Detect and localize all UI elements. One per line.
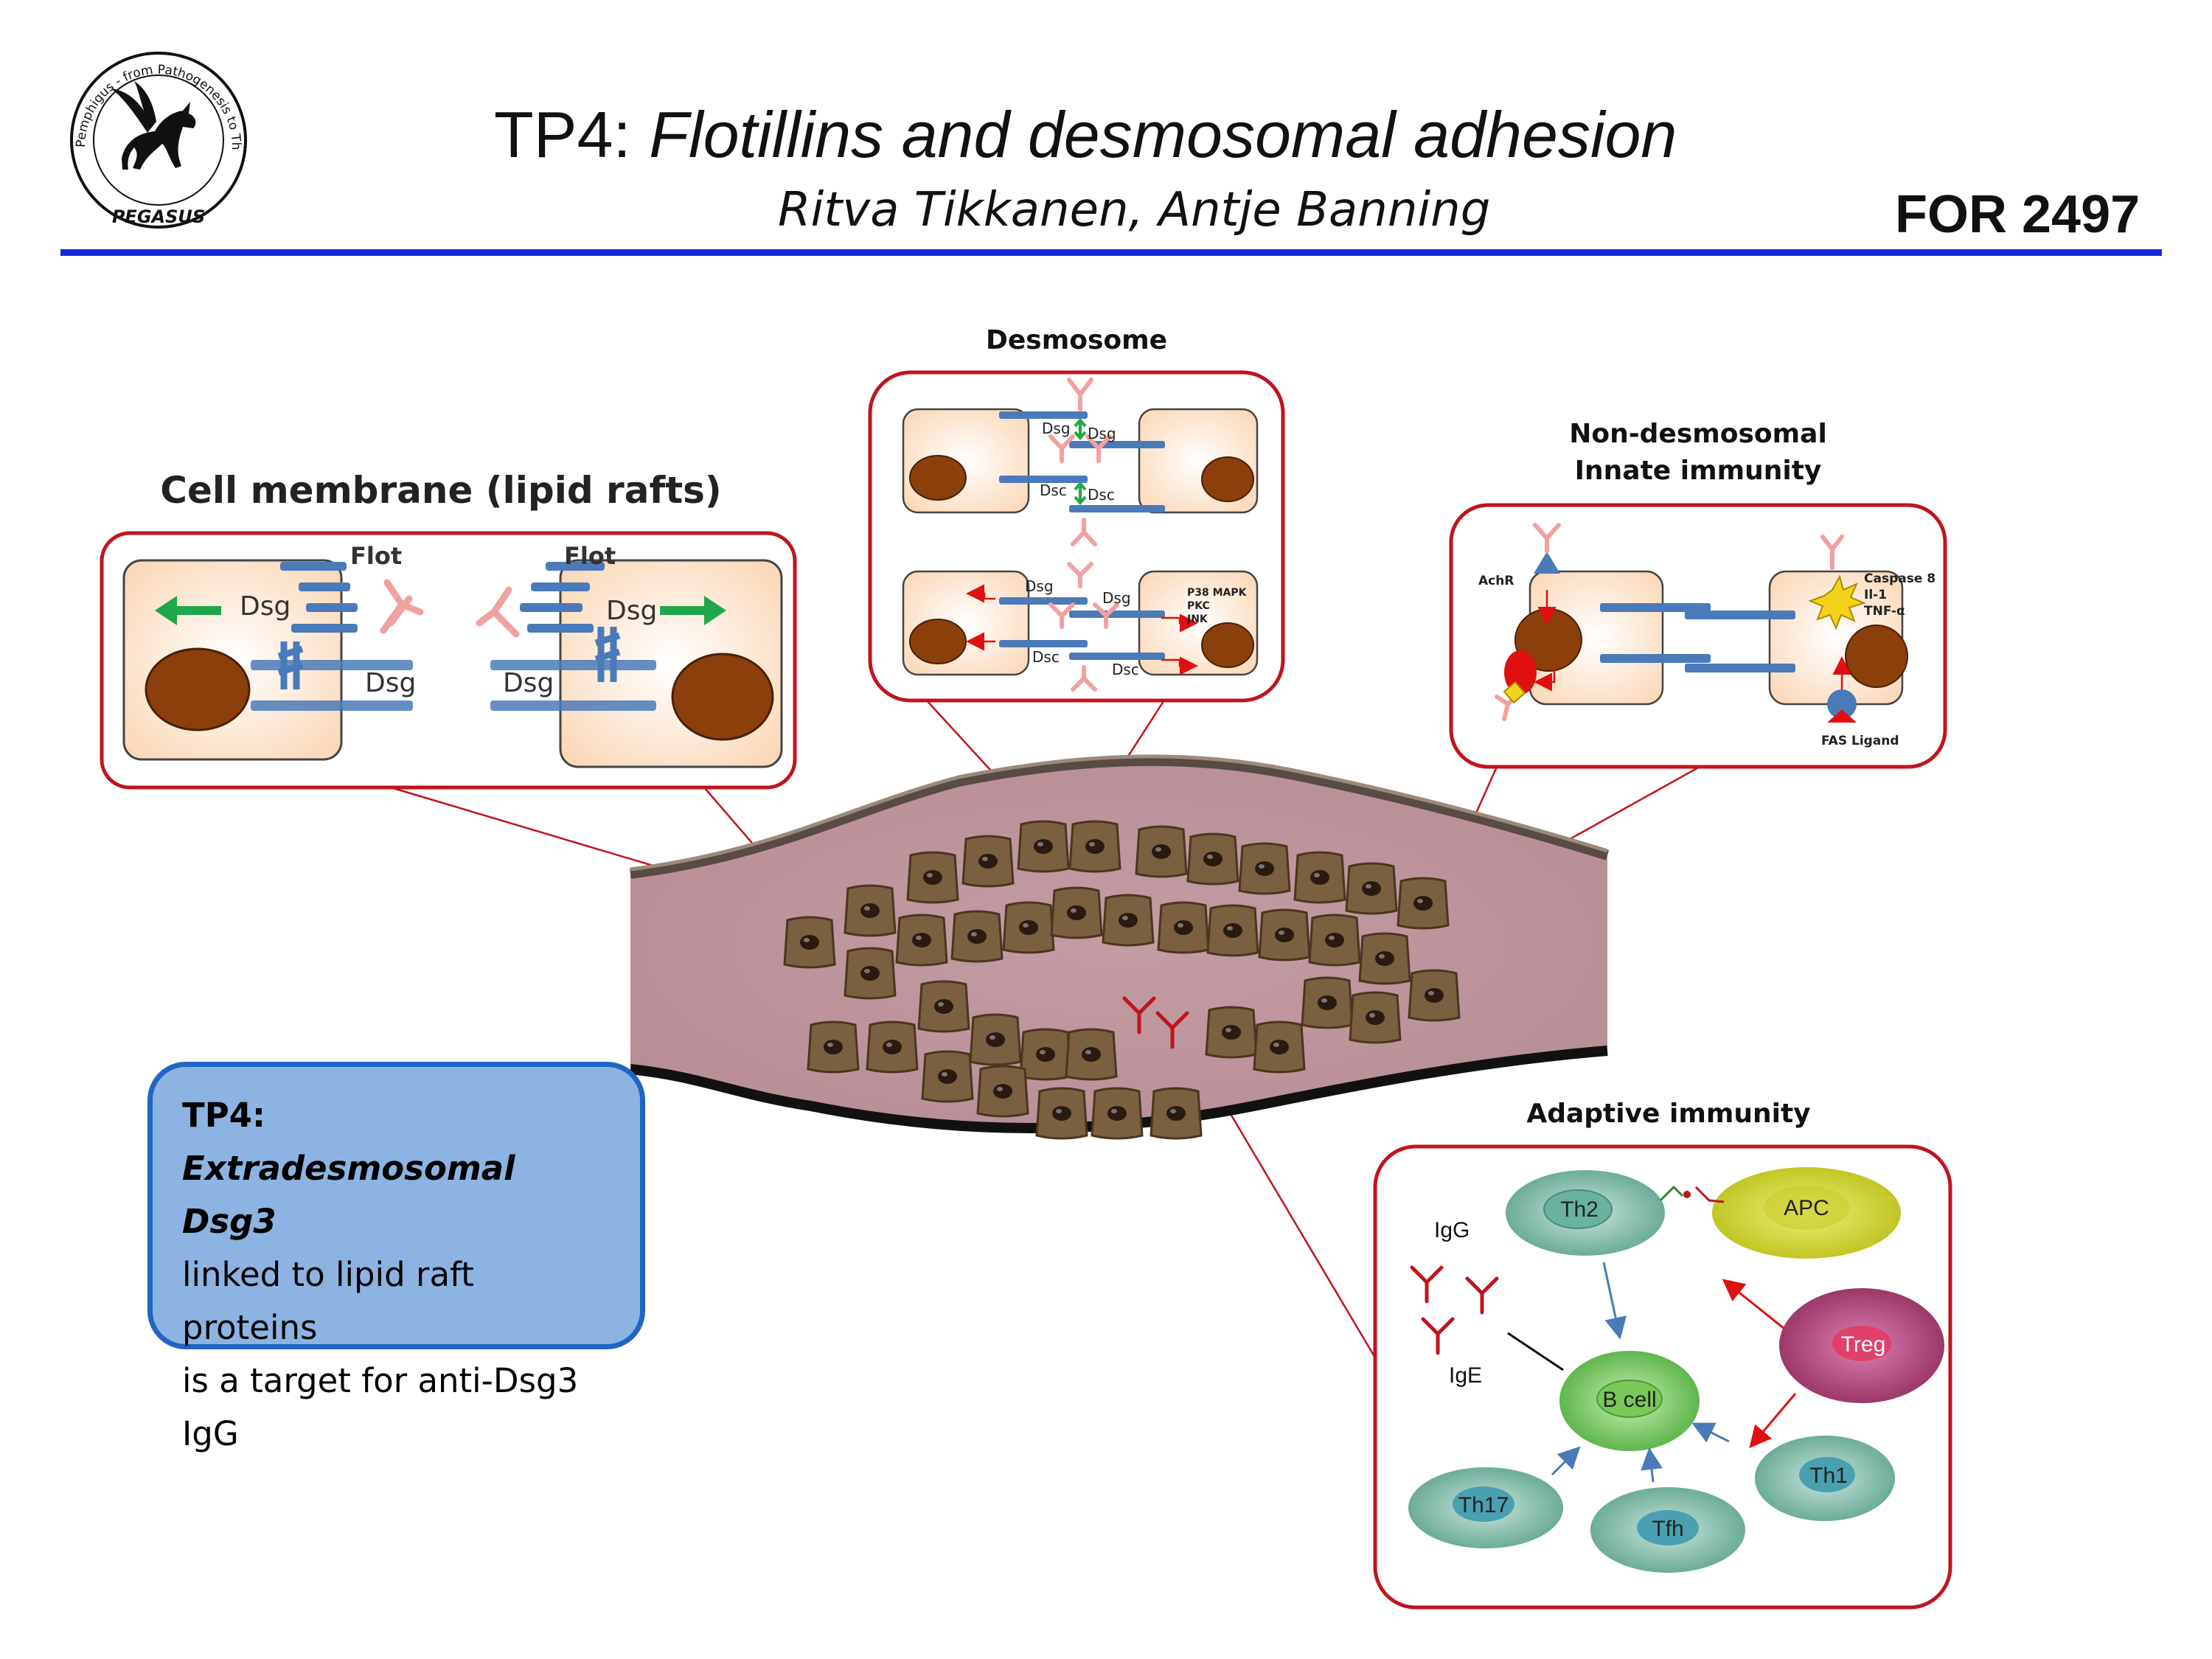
membrane-flot-left: Flot [350, 542, 402, 570]
innate-achr: AchR [1478, 574, 1514, 588]
cell-label-apc: APC [1784, 1196, 1829, 1220]
authors: Ritva Tikkanen, Antje Banning [778, 183, 1491, 237]
desmosome-signal-1: PKC [1187, 600, 1210, 612]
innate-fas: FAS Ligand [1821, 734, 1899, 748]
membrane-dsg-right-bottom: Dsg [503, 668, 554, 698]
cell-label-tfh: Tfh [1652, 1517, 1683, 1541]
cell-label-th2: Th2 [1560, 1197, 1599, 1222]
pegasus-horse-icon [111, 81, 196, 170]
tp4-box-line2: Extradesmosomal Dsg3 [182, 1149, 515, 1241]
cell-label-treg: Treg [1841, 1332, 1886, 1357]
desmosome-top-dsc1: Dsc [1040, 481, 1067, 499]
cell-label-bcell: B cell [1602, 1388, 1656, 1412]
starburst-icon [1808, 574, 1866, 630]
fas-ligand-icon [1827, 689, 1857, 723]
green-arrow-left-icon [155, 596, 221, 625]
membrane-dsg-left-bottom: Dsg [365, 668, 416, 698]
title-italic: Flotillins and desmosomal adhesion [649, 98, 1677, 171]
cell-label-th17: Th17 [1458, 1493, 1509, 1517]
adaptive-panel-title: Adaptive immunity [1526, 1099, 1810, 1129]
tp4-box-line4: is a target for anti-Dsg3 [182, 1361, 579, 1400]
yellow-ligand-icon [1503, 681, 1526, 704]
desmosome-top-dsg1: Dsg [1042, 420, 1071, 437]
innate-panel [1449, 503, 1947, 769]
red-receptor-icon [1504, 650, 1537, 695]
cell-label-th1: Th1 [1809, 1464, 1848, 1488]
tp4-box-line5: IgG [182, 1414, 239, 1453]
membrane-antibody-icon [380, 579, 520, 638]
membrane-dsg-right-top: Dsg [606, 596, 657, 626]
desmosome-top-dsc2: Dsc [1088, 486, 1115, 504]
tp4-box-line1: TP4: [182, 1096, 265, 1135]
tp4-box-line3: linked to lipid raft proteins [182, 1255, 474, 1347]
pegasus-logo: Pemphigus - from Pathogenesis to Therape… [52, 29, 247, 229]
innate-signal-2: TNF-α [1864, 604, 1905, 619]
project-code: FOR 2497 [1895, 185, 2140, 244]
achr-receptor-icon [1534, 552, 1560, 574]
desmosome-signal-0: P38 MAPK [1187, 587, 1248, 599]
header-rule [60, 249, 2162, 256]
desmosome-bot-dsc2: Dsc [1112, 661, 1139, 678]
innate-signal-1: Il-1 [1864, 588, 1887, 602]
desmosome-panel-title: Desmosome [986, 325, 1167, 355]
page-title: TP4: Flotillins and desmosomal adhesion [494, 97, 1677, 173]
desmosome-bot-dsg2: Dsg [1102, 589, 1131, 607]
membrane-panel [100, 531, 797, 790]
innate-title-line2: Innate immunity [1575, 456, 1822, 486]
desmosome-signal-2: JNK [1186, 613, 1208, 625]
tp4-summary-box: TP4: Extradesmosomal Dsg3 linked to lipi… [147, 1062, 645, 1453]
adaptive-ige: IgE [1449, 1363, 1482, 1388]
membrane-dsg-left-top: Dsg [240, 591, 291, 622]
desmosome-panel [868, 370, 1285, 703]
membrane-panel-title: Cell membrane (lipid rafts) [160, 469, 721, 512]
adaptive-igg: IgG [1434, 1218, 1470, 1242]
adaptive-panel [1373, 1144, 1952, 1610]
dsg-anchor-icon [277, 627, 621, 689]
logo-name: PEGASUS [112, 206, 205, 227]
title-prefix: TP4: [494, 98, 650, 171]
desmosome-top-dsg2: Dsg [1088, 425, 1116, 442]
innate-title-line1: Non-desmosomal [1569, 419, 1827, 449]
green-arrow-right-icon [660, 596, 726, 625]
desmosome-bot-dsc1: Dsc [1032, 648, 1060, 666]
innate-signal-0: Caspase 8 [1864, 571, 1935, 586]
synapse-icon [1659, 1185, 1725, 1203]
desmosome-antibody-icon [1048, 378, 1119, 692]
membrane-flot-right: Flot [564, 542, 616, 570]
desmosome-bot-dsg1: Dsg [1025, 577, 1054, 595]
